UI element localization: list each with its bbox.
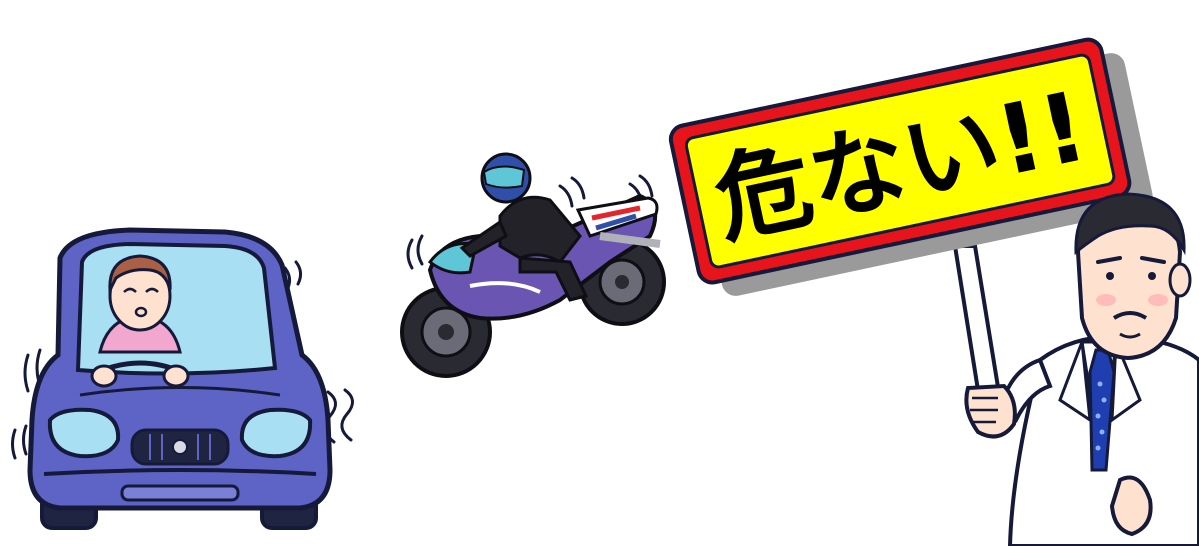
car-driver — [90, 254, 190, 388]
motorcycle-rider — [459, 152, 589, 302]
man-holding-sign-icon — [964, 192, 1199, 546]
motorcycle-motion-lines — [406, 174, 654, 270]
car-icon — [11, 227, 354, 530]
motorcycle-icon — [400, 152, 666, 378]
